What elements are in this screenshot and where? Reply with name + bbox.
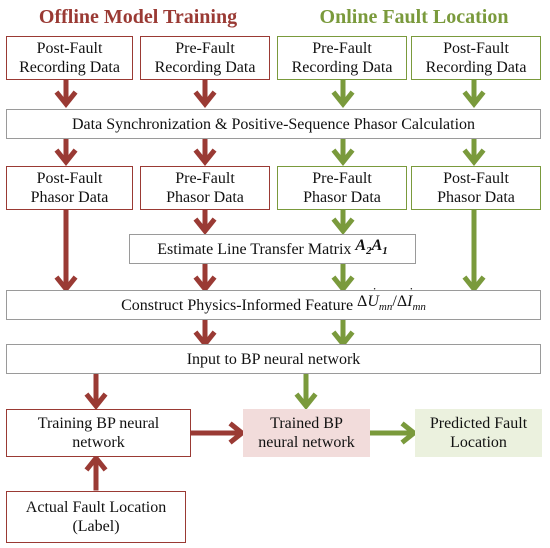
- arrow-head: [462, 148, 486, 167]
- online-pre-fault-recording-box: Pre-Fault Recording Data: [277, 36, 407, 80]
- current-symbol: I˙: [407, 286, 413, 311]
- box-line: Recording Data: [425, 59, 527, 76]
- online-post-fault-recording-box: Post-Fault Recording Data: [411, 36, 541, 80]
- offline-pre-fault-phasor-box: Pre-Fault Phasor Data: [140, 166, 270, 210]
- arrow-head: [331, 217, 355, 236]
- matrix-letter: A: [371, 237, 383, 255]
- estimate-text: Estimate Line Transfer Matrix: [157, 240, 356, 258]
- arrow-head: [462, 90, 486, 109]
- predicted-fault-location-box: Predicted Fault Location: [415, 409, 542, 457]
- construct-text: Construct Physics-Informed Feature: [121, 296, 358, 314]
- box-line: Post-Fault: [443, 40, 509, 57]
- voltage-symbol: U˙: [367, 286, 379, 311]
- offline-header: Offline Model Training: [38, 6, 238, 28]
- box-line: Pre-Fault: [175, 40, 235, 57]
- phasor-dot: ˙: [371, 286, 377, 302]
- offline-post-fault-phasor-box: Post-Fault Phasor Data: [6, 166, 133, 210]
- sync-phasor-calc-bar: Data Synchronization & Positive-Sequence…: [6, 109, 541, 139]
- box-line: Training BP neural: [37, 415, 160, 432]
- box-line: Phasor Data: [303, 189, 381, 206]
- estimate-transfer-matrix-box: Estimate Line Transfer Matrix A2 A1: [129, 234, 416, 264]
- current-subscript: mn: [412, 301, 426, 314]
- matrix-a1: A1: [372, 236, 388, 261]
- delta-symbol: Δ: [396, 293, 408, 311]
- matrix-a2: A2: [355, 236, 371, 261]
- matrix-letter: A: [355, 237, 367, 255]
- box-line: Post-Fault: [443, 170, 509, 187]
- training-bp-network-box: Training BP neural network: [6, 409, 191, 457]
- box-line: Post-Fault: [36, 170, 103, 187]
- slash: /: [392, 293, 397, 311]
- offline-post-fault-recording-box: Post-Fault Recording Data: [6, 36, 133, 80]
- box-line: Pre-Fault: [175, 170, 235, 187]
- arrow-head: [228, 421, 247, 445]
- arrow-head: [54, 275, 78, 294]
- feature-formula: ΔU˙mn/ΔI˙mn: [357, 286, 426, 317]
- arrow-head: [400, 421, 419, 445]
- construct-feature-bar: Construct Physics-Informed Feature ΔU˙mn…: [6, 286, 541, 320]
- box-line: Phasor Data: [30, 189, 109, 206]
- box-line: Location: [450, 434, 507, 451]
- box-line: Phasor Data: [437, 189, 515, 206]
- current-letter: I: [407, 293, 413, 311]
- delta-symbol: Δ: [357, 293, 368, 311]
- matrix-subscript: 2: [366, 245, 372, 258]
- phasor-dot: ˙: [408, 286, 413, 302]
- box-line: Recording Data: [19, 59, 120, 76]
- offline-pre-fault-recording-box: Pre-Fault Recording Data: [140, 36, 270, 80]
- box-line: Data Synchronization & Positive-Sequence…: [71, 115, 476, 133]
- voltage-letter: U: [367, 293, 379, 311]
- arrow-head: [331, 90, 355, 109]
- online-pre-fault-phasor-box: Pre-Fault Phasor Data: [277, 166, 407, 210]
- arrow-head: [84, 392, 108, 411]
- box-line: Trained BP: [270, 415, 343, 432]
- arrow-head: [331, 148, 355, 167]
- box-line: Recording Data: [154, 59, 256, 76]
- arrow-head: [193, 275, 217, 294]
- box-line: Post-Fault: [36, 40, 103, 57]
- arrow-head: [54, 148, 78, 167]
- box-line: neural network: [258, 434, 355, 451]
- online-header: Online Fault Location: [319, 6, 509, 28]
- box-line: Pre-Fault: [312, 170, 372, 187]
- box-line: network: [72, 434, 125, 451]
- arrow-head: [84, 453, 108, 472]
- box-line: (Label): [72, 518, 120, 535]
- box-line: Actual Fault Location: [25, 499, 167, 516]
- input-bp-network-bar: Input to BP neural network: [6, 344, 541, 374]
- box-line: Recording Data: [291, 59, 393, 76]
- arrow-head: [193, 217, 217, 236]
- trained-bp-network-box: Trained BP neural network: [243, 409, 370, 457]
- box-line: Phasor Data: [166, 189, 244, 206]
- arrow-head: [193, 90, 217, 109]
- box-line: Pre-Fault: [312, 40, 372, 57]
- arrow-head: [331, 275, 355, 294]
- online-post-fault-phasor-box: Post-Fault Phasor Data: [411, 166, 541, 210]
- box-line: Input to BP neural network: [186, 350, 361, 368]
- box-line: Predicted Fault: [429, 415, 528, 432]
- matrix-subscript: 1: [382, 245, 388, 258]
- arrow-head: [294, 392, 318, 411]
- voltage-subscript: mn: [378, 301, 393, 314]
- arrow-head: [54, 90, 78, 109]
- arrow-head: [462, 275, 486, 294]
- arrow-head: [193, 148, 217, 167]
- actual-fault-location-box: Actual Fault Location (Label): [6, 491, 186, 543]
